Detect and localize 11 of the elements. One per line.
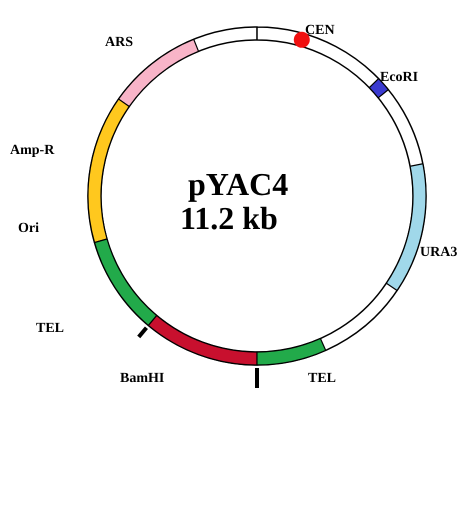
plasmid-size: 11.2 kb — [180, 202, 278, 234]
feature-label: CEN — [305, 24, 335, 38]
feature-label: URA3 — [420, 246, 458, 260]
feature-label: ARS — [105, 36, 134, 50]
plasmid-name: pYAC4 — [188, 168, 288, 200]
feature-label: TEL — [36, 322, 64, 336]
feature-label: Amp-R — [10, 144, 54, 158]
feature-label: Ori — [18, 222, 39, 236]
feature-label: TEL — [308, 372, 336, 386]
feature-label: EcoRI — [380, 71, 418, 85]
feature-label: BamHI — [120, 372, 164, 386]
